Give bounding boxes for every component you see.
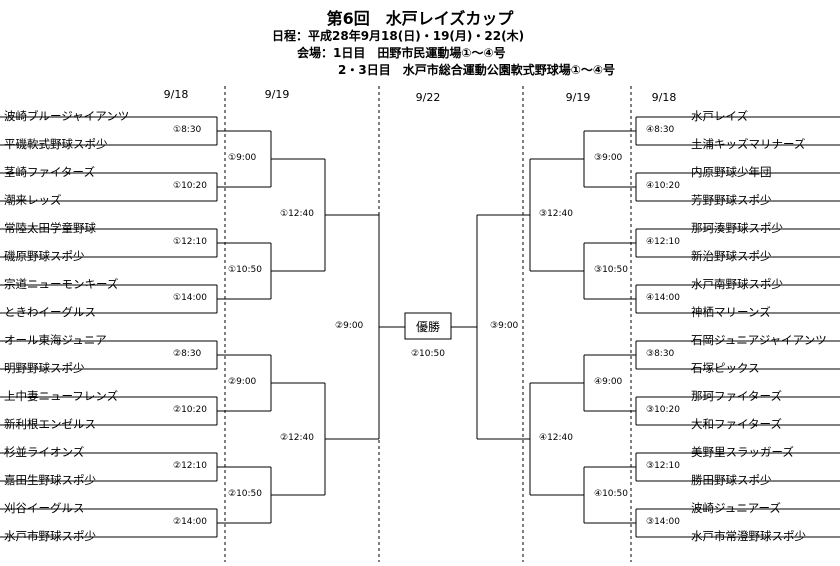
right-team: 石岡ジュニアジャイアンツ — [691, 333, 827, 347]
match-slot: ①10:20 — [173, 181, 207, 191]
match-slot: ④10:50 — [594, 489, 628, 499]
right-team: 那珂ファイターズ — [691, 389, 782, 403]
match-slot: ③12:40 — [539, 209, 573, 219]
venue-line-2: 2・3日目 水戸市総合運動公園軟式野球場①～④号 — [338, 63, 616, 77]
right-team: 石塚ピックス — [691, 361, 760, 375]
right-team: 内原野球少年団 — [691, 165, 772, 179]
match-slot: ②8:30 — [173, 349, 202, 359]
match-slot: ③10:20 — [646, 405, 680, 415]
left-team: 新利根エンゼルス — [4, 417, 96, 431]
right-team: 大和ファイターズ — [691, 417, 782, 431]
date-right-round2: 9/19 — [566, 91, 591, 104]
match-slot: ④9:00 — [594, 377, 623, 387]
left-team: 潮来レッズ — [4, 193, 62, 207]
match-slot: ④12:40 — [539, 433, 573, 443]
left-team: 茎崎ファイターズ — [4, 165, 95, 179]
tournament-title: 第6回 水戸レイズカップ — [326, 9, 514, 28]
date-final: 9/22 — [416, 91, 441, 104]
left-round2-slots: ①9:00 ①10:50 ②9:00 ②10:50 — [228, 153, 262, 499]
match-slot: ②10:50 — [228, 489, 262, 499]
match-slot: ①8:30 — [173, 125, 202, 135]
left-team: 波崎ブルージャイアンツ — [4, 109, 129, 123]
match-slot: ①10:50 — [228, 265, 262, 275]
right-semifinal-slot: ③9:00 — [490, 321, 519, 331]
right-team: 水戸市常澄野球スポ少 — [691, 529, 806, 543]
right-team: 新治野球スポ少 — [691, 249, 772, 263]
schedule-line: 日程：平成28年9月18(日)・19(月)・22(木) — [272, 29, 525, 43]
match-slot: ②12:40 — [280, 433, 314, 443]
left-team: 平磯軟式野球スポ少 — [4, 137, 108, 151]
match-slot: ②12:10 — [173, 461, 207, 471]
left-team: 明野野球スポ少 — [4, 361, 85, 375]
right-team: 勝田野球スポ少 — [691, 473, 772, 487]
match-slot: ④14:00 — [646, 293, 680, 303]
right-round3-slots: ③12:40 ④12:40 — [539, 209, 573, 443]
right-team: 神栖マリーンズ — [691, 305, 771, 319]
match-slot: ④10:20 — [646, 181, 680, 191]
venue-line-1: 会場：1日目 田野市民運動場①～④号 — [297, 46, 506, 60]
date-left-round1: 9/18 — [164, 88, 189, 101]
match-slot: ②10:20 — [173, 405, 207, 415]
left-team: オール東海ジュニア — [4, 333, 107, 347]
match-slot: ④8:30 — [646, 125, 675, 135]
right-team: 波崎ジュニアーズ — [691, 501, 781, 515]
right-team: 那珂湊野球スポ少 — [691, 221, 783, 235]
left-team: 常陸太田学童野球 — [4, 221, 96, 235]
match-slot: ③10:50 — [594, 265, 628, 275]
left-team-list: 波崎ブルージャイアンツ 平磯軟式野球スポ少 茎崎ファイターズ 潮来レッズ 常陸太… — [4, 109, 129, 543]
match-slot: ③8:30 — [646, 349, 675, 359]
match-slot: ①9:00 — [228, 153, 257, 163]
left-semifinal-slot: ②9:00 — [335, 321, 364, 331]
match-slot: ④12:10 — [646, 237, 680, 247]
header: 第6回 水戸レイズカップ 日程：平成28年9月18(日)・19(月)・22(木)… — [0, 0, 840, 80]
match-slot: ①14:00 — [173, 293, 207, 303]
match-slot: ③9:00 — [594, 153, 623, 163]
match-slot: ①12:40 — [280, 209, 314, 219]
left-round1-slots: ①8:30 ①10:20 ①12:10 ①14:00 ②8:30 ②10:20 … — [173, 125, 207, 527]
date-right-round1: 9/18 — [652, 91, 677, 104]
right-round2-slots: ③9:00 ③10:50 ④9:00 ④10:50 — [594, 153, 628, 499]
left-team: 宗道ニューモンキーズ — [4, 277, 118, 291]
champion-label: 優勝 — [416, 319, 440, 334]
left-team: 嘉田生野球スポ少 — [4, 473, 96, 487]
champion-box — [404, 312, 452, 340]
match-slot: ②9:00 — [228, 377, 257, 387]
left-team: 水戸市野球スポ少 — [4, 529, 96, 543]
right-round1-slots: ④8:30 ④10:20 ④12:10 ④14:00 ③8:30 ③10:20 … — [646, 125, 680, 527]
bracket-lines — [0, 116, 840, 538]
right-team: 美野里スラッガーズ — [691, 445, 794, 459]
left-team: 杉並ライオンズ — [4, 445, 84, 459]
left-team: 刈谷イーグルス — [4, 501, 85, 515]
right-team: 土浦キッズマリナーズ — [691, 137, 805, 151]
left-team: 磯原野球スポ少 — [4, 249, 85, 263]
right-team: 芳野野球スポ少 — [691, 193, 772, 207]
date-left-round2: 9/19 — [265, 88, 290, 101]
round-divider-lines — [224, 86, 632, 562]
right-team-list: 水戸レイズ 土浦キッズマリナーズ 内原野球少年団 芳野野球スポ少 那珂湊野球スポ… — [691, 109, 827, 543]
right-team: 水戸レイズ — [691, 109, 748, 123]
match-slot: ③12:10 — [646, 461, 680, 471]
left-round3-slots: ①12:40 ②12:40 — [280, 209, 314, 443]
match-slot: ②14:00 — [173, 517, 207, 527]
match-slot: ①12:10 — [173, 237, 207, 247]
left-team: ときわイーグルス — [4, 305, 96, 319]
right-team: 水戸南野球スポ少 — [691, 277, 783, 291]
match-slot: ③14:00 — [646, 517, 680, 527]
left-team: 上中妻ニューフレンズ — [4, 389, 118, 403]
champion-time: ②10:50 — [411, 349, 445, 359]
